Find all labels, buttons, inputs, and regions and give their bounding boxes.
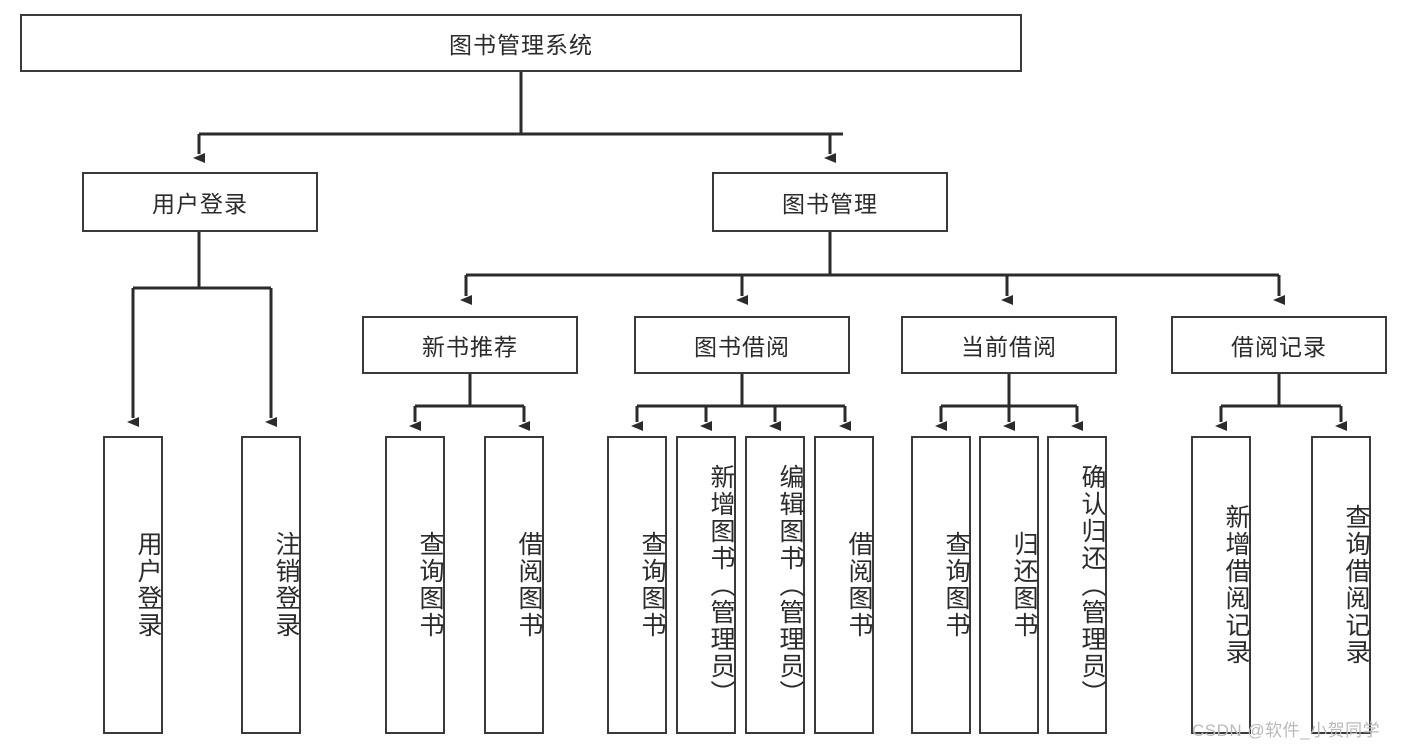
node-leaf-borrow-book-2[interactable]: 借阅图书 — [814, 436, 874, 734]
node-leaf-borrow-book-1-label: 借阅图书 — [515, 531, 543, 639]
node-leaf-query-book-2[interactable]: 查询图书 — [607, 436, 667, 734]
node-leaf-query-book-1-label: 查询图书 — [416, 531, 444, 639]
node-root[interactable]: 图书管理系统 — [20, 14, 1022, 72]
node-borrow-record[interactable]: 借阅记录 — [1171, 316, 1387, 374]
node-leaf-user-login[interactable]: 用户登录 — [103, 436, 163, 734]
node-leaf-edit-book[interactable]: 编辑图书（管理员） — [745, 436, 805, 734]
node-new-book-recommend[interactable]: 新书推荐 — [362, 316, 578, 374]
csdn-watermark: CSDN @软件_小贺同学 — [1192, 721, 1381, 740]
node-user-login-label: 用户登录 — [152, 191, 248, 217]
node-leaf-query-record[interactable]: 查询借阅记录 — [1311, 436, 1371, 734]
node-leaf-query-book-1[interactable]: 查询图书 — [385, 436, 445, 734]
node-leaf-borrow-book-2-label: 借阅图书 — [845, 531, 873, 639]
node-user-login[interactable]: 用户登录 — [82, 172, 318, 232]
node-leaf-borrow-book-1[interactable]: 借阅图书 — [484, 436, 544, 734]
node-leaf-edit-book-label: 编辑图书（管理员） — [776, 463, 804, 707]
node-leaf-query-book-3[interactable]: 查询图书 — [911, 436, 971, 734]
node-leaf-confirm-return[interactable]: 确认归还（管理员） — [1047, 436, 1107, 734]
node-leaf-add-book[interactable]: 新增图书（管理员） — [676, 436, 736, 734]
node-leaf-query-record-label: 查询借阅记录 — [1342, 504, 1370, 666]
node-leaf-add-book-label: 新增图书（管理员） — [707, 463, 735, 707]
node-leaf-return-book[interactable]: 归还图书 — [979, 436, 1039, 734]
node-new-book-recommend-label: 新书推荐 — [422, 334, 518, 360]
node-leaf-add-record[interactable]: 新增借阅记录 — [1191, 436, 1251, 734]
node-book-manage[interactable]: 图书管理 — [712, 172, 948, 232]
node-leaf-confirm-return-label: 确认归还（管理员） — [1078, 463, 1106, 707]
node-book-manage-label: 图书管理 — [782, 191, 878, 217]
node-leaf-query-book-3-label: 查询图书 — [942, 531, 970, 639]
node-root-label: 图书管理系统 — [449, 32, 593, 58]
node-borrow-record-label: 借阅记录 — [1231, 334, 1327, 360]
node-book-borrow-label: 图书借阅 — [694, 334, 790, 360]
node-leaf-logout-login-label: 注销登录 — [272, 531, 300, 639]
node-book-borrow[interactable]: 图书借阅 — [634, 316, 850, 374]
node-leaf-user-login-label: 用户登录 — [134, 531, 162, 639]
node-current-borrow-label: 当前借阅 — [961, 334, 1057, 360]
node-current-borrow[interactable]: 当前借阅 — [901, 316, 1117, 374]
node-leaf-logout-login[interactable]: 注销登录 — [241, 436, 301, 734]
node-leaf-query-book-2-label: 查询图书 — [638, 531, 666, 639]
node-leaf-return-book-label: 归还图书 — [1010, 531, 1038, 639]
node-leaf-add-record-label: 新增借阅记录 — [1222, 504, 1250, 666]
